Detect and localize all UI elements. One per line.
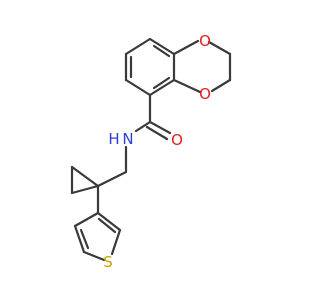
double-bond-inner — [97, 217, 117, 234]
bond — [96, 211, 122, 232]
bond — [172, 78, 202, 94]
bond — [110, 228, 122, 256]
bond — [73, 224, 86, 254]
bond — [210, 78, 232, 93]
dioxane-ring — [172, 39, 232, 94]
benzene-ring — [124, 37, 176, 97]
molecule-structure: O O O N H S — [70, 32, 232, 271]
bond — [124, 78, 152, 97]
bond — [134, 120, 152, 133]
bond — [73, 211, 100, 228]
atom-labels: O O O N H S — [103, 32, 211, 271]
carbonyl-double-bond — [145, 125, 169, 141]
cyclopropane-bond — [70, 184, 100, 195]
cyclopropane-bond — [70, 165, 100, 188]
amide-nitrogen-label: N — [122, 130, 133, 148]
thiophene-ring — [73, 211, 122, 262]
thiophene-sulfur-label: S — [103, 253, 113, 271]
bond — [207, 40, 232, 56]
cyclopropyl-methyl-linker — [70, 145, 128, 215]
amide-group — [134, 93, 172, 141]
double-bond-inner — [152, 44, 171, 58]
double-bond-inner — [152, 76, 171, 90]
amide-hydrogen-label: H — [108, 130, 119, 148]
double-bond-inner — [79, 228, 90, 250]
bond — [148, 37, 176, 56]
bond — [148, 78, 176, 97]
bond — [172, 39, 200, 56]
oxygen-upper-label: O — [199, 32, 211, 50]
carbonyl-oxygen-label: O — [171, 131, 183, 149]
bond — [124, 37, 152, 56]
bond — [96, 170, 128, 188]
bond — [82, 250, 106, 262]
carbonyl-double-bond — [148, 120, 172, 135]
oxygen-lower-label: O — [199, 85, 211, 103]
